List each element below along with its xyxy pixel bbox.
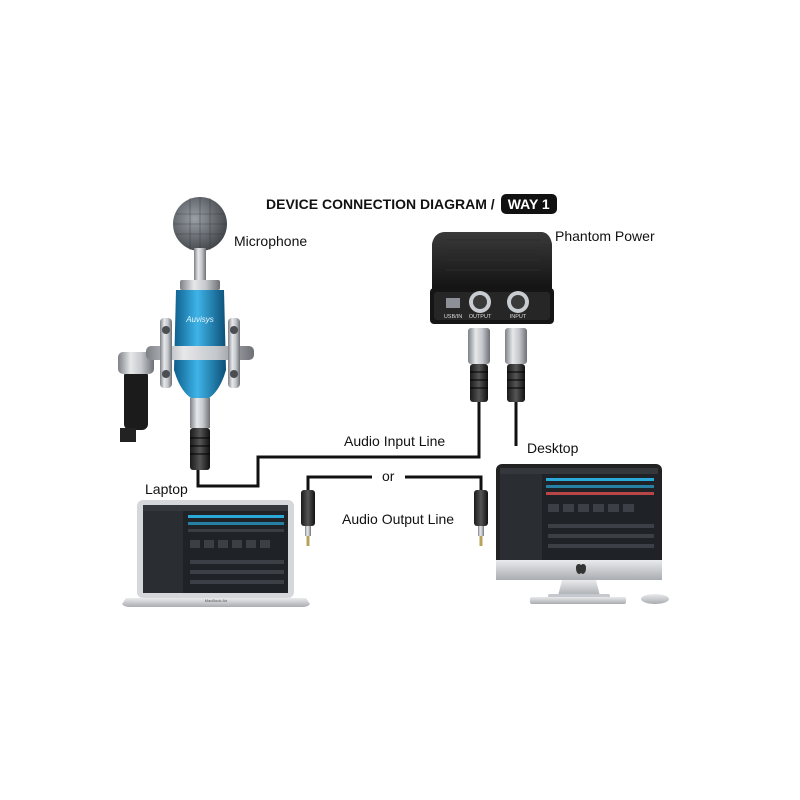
apple-logo-icon	[576, 564, 586, 574]
audio-input-line	[196, 402, 481, 488]
label-desktop: Desktop	[527, 440, 579, 456]
label-laptop: Laptop	[145, 481, 188, 497]
mouse-icon	[641, 594, 669, 604]
output-port-label: OUTPUT	[469, 314, 492, 320]
microphone-illustration: Auvisys	[118, 197, 254, 470]
usb-port-icon	[446, 298, 460, 308]
usb-port-label: USB/IN	[444, 314, 462, 320]
label-or: or	[382, 468, 395, 484]
label-microphone: Microphone	[234, 233, 308, 249]
label-phantom-power: Phantom Power	[555, 228, 655, 244]
xlr-female-plug-icon	[468, 328, 490, 402]
mic-brand-text: Auvisys	[185, 315, 214, 324]
keyboard-icon	[530, 597, 626, 604]
desktop-audio-jack-icon	[474, 490, 488, 546]
laptop-brand-text: MacBook Air	[205, 598, 228, 603]
diagram-title: DEVICE CONNECTION DIAGRAM / WAY 1	[266, 193, 557, 215]
diagram-title-text: DEVICE CONNECTION DIAGRAM /	[266, 196, 495, 212]
phantom-power-illustration: USB/IN OUTPUT INPUT	[430, 232, 554, 324]
label-audio-output-line: Audio Output Line	[342, 511, 455, 527]
input-port-label: INPUT	[510, 314, 527, 320]
way-badge: WAY 1	[500, 194, 557, 214]
desktop-illustration	[496, 464, 669, 604]
label-audio-input-line: Audio Input Line	[344, 433, 446, 449]
audio-output-line-connector	[306, 402, 518, 493]
xlr-male-plug-icon	[505, 328, 527, 402]
laptop-audio-jack-icon	[301, 490, 315, 546]
laptop-illustration: MacBook Air	[122, 500, 310, 607]
